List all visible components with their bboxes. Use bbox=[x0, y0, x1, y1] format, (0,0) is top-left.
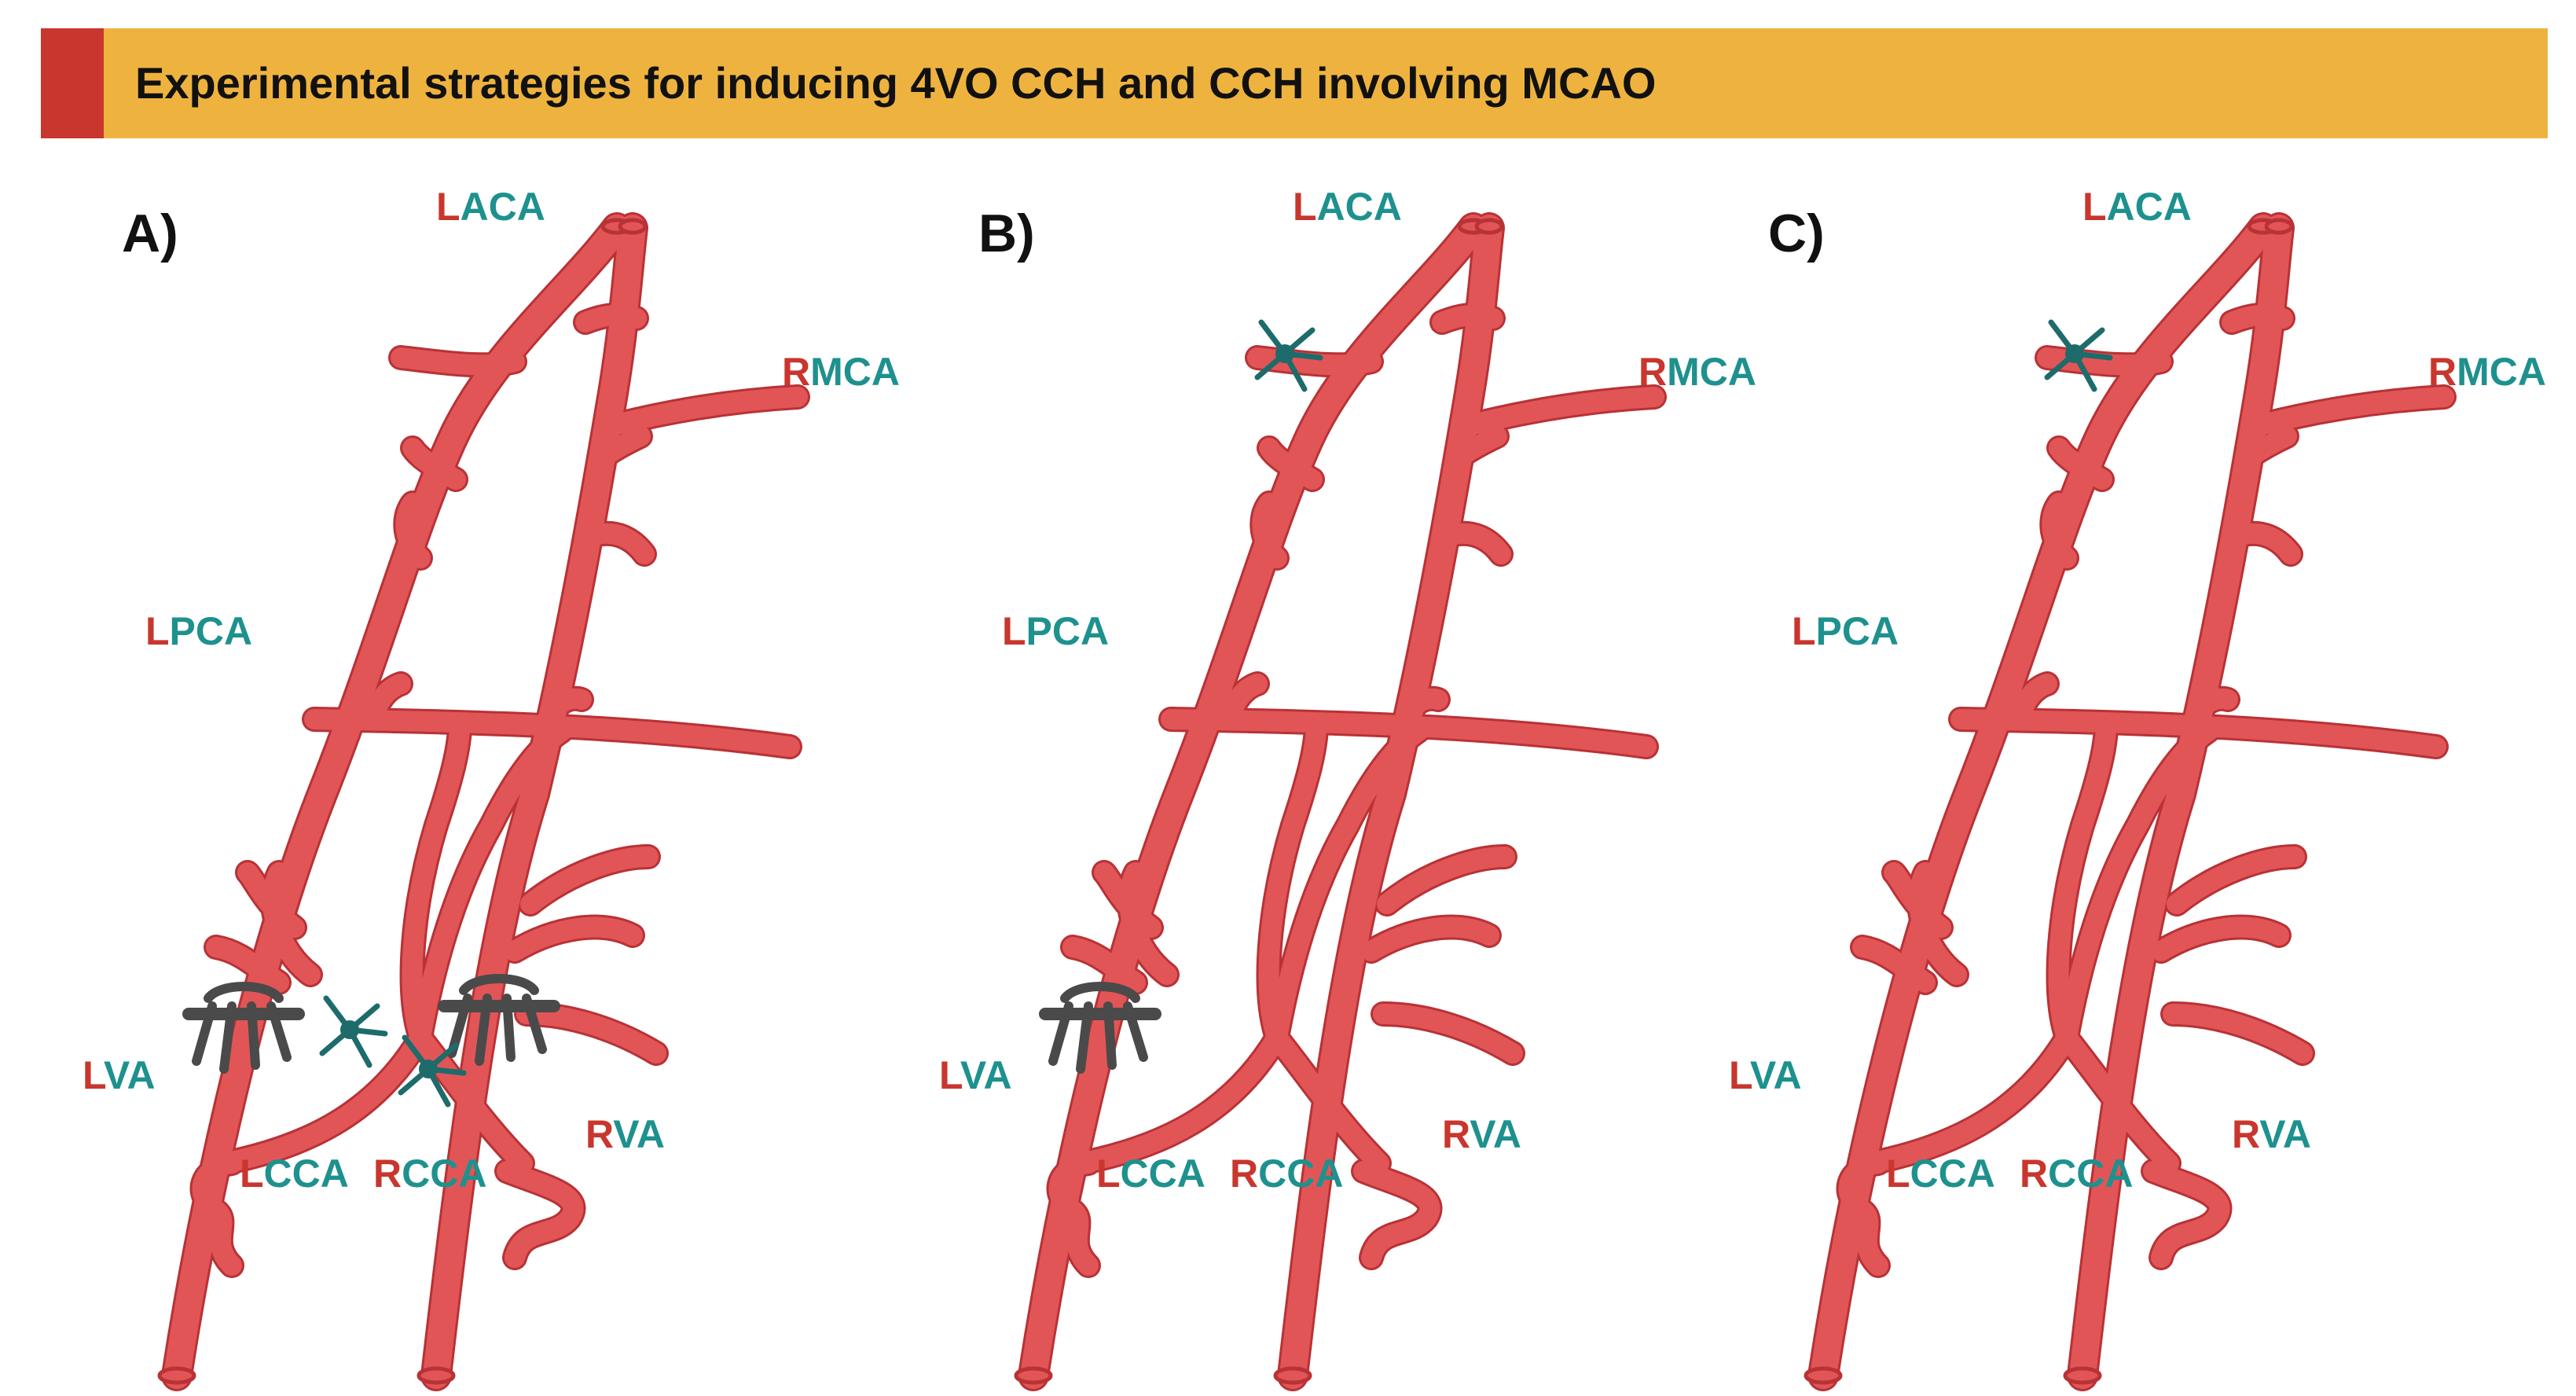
label-lpca: LPCA bbox=[1792, 609, 1899, 653]
label-rcca: RCCA bbox=[373, 1152, 486, 1196]
label-side-letter: R bbox=[373, 1152, 402, 1196]
label-side-letter: L bbox=[240, 1152, 264, 1196]
label-rva: RVA bbox=[585, 1112, 665, 1156]
label-side-letter: L bbox=[1002, 609, 1026, 653]
label-rmca: RMCA bbox=[2428, 350, 2546, 394]
label-side-letter: R bbox=[1230, 1152, 1258, 1196]
label-laca: LACA bbox=[436, 185, 545, 229]
label-lcca: LCCA bbox=[240, 1152, 349, 1196]
label-vessel-name: VA bbox=[104, 1053, 156, 1097]
label-vessel-name: VA bbox=[613, 1112, 665, 1156]
label-side-letter: L bbox=[436, 185, 461, 229]
panel-label: A) bbox=[122, 204, 178, 263]
label-lcca: LCCA bbox=[1886, 1152, 1995, 1196]
label-vessel-name: ACA bbox=[1317, 185, 1402, 229]
artery-tree bbox=[1016, 220, 1654, 1383]
label-vessel-name: CCA bbox=[1258, 1152, 1343, 1196]
label-side-letter: L bbox=[939, 1053, 962, 1097]
label-rva: RVA bbox=[1442, 1112, 1521, 1156]
label-vessel-name: MCA bbox=[2457, 350, 2546, 394]
label-laca: LACA bbox=[1293, 185, 1402, 229]
figure-title: Experimental strategies for inducing 4VO… bbox=[135, 58, 1657, 108]
label-vessel-name: VA bbox=[1750, 1053, 1802, 1097]
label-vessel-name: VA bbox=[1470, 1112, 1521, 1156]
label-vessel-name: CCA bbox=[1121, 1152, 1205, 1196]
label-side-letter: L bbox=[1293, 185, 1317, 229]
label-vessel-name: PCA bbox=[170, 609, 253, 653]
label-side-letter: L bbox=[83, 1053, 105, 1097]
label-vessel-name: VA bbox=[960, 1053, 1012, 1097]
artery-tree bbox=[1806, 220, 2444, 1383]
label-vessel-name: CCA bbox=[2048, 1152, 2133, 1196]
label-vessel-name: MCA bbox=[810, 350, 900, 394]
panel-label: C) bbox=[1768, 204, 1825, 263]
label-rcca: RCCA bbox=[2020, 1152, 2133, 1196]
label-lpca: LPCA bbox=[145, 609, 252, 653]
title-banner bbox=[41, 28, 2548, 138]
label-rmca: RMCA bbox=[782, 350, 900, 394]
label-side-letter: R bbox=[585, 1112, 614, 1156]
label-vessel-name: CCA bbox=[402, 1152, 486, 1196]
label-vessel-name: MCA bbox=[1667, 350, 1756, 394]
label-side-letter: R bbox=[1442, 1112, 1470, 1156]
title-accent-bar bbox=[41, 28, 104, 138]
label-side-letter: R bbox=[2020, 1152, 2048, 1196]
label-side-letter: R bbox=[1638, 350, 1667, 394]
label-side-letter: R bbox=[782, 350, 810, 394]
label-side-letter: L bbox=[1096, 1152, 1121, 1196]
label-lva: LVA bbox=[83, 1053, 156, 1097]
label-lva: LVA bbox=[939, 1053, 1012, 1097]
left-carotid-suture-icon bbox=[322, 998, 385, 1065]
label-rmca: RMCA bbox=[1638, 350, 1756, 394]
label-vessel-name: PCA bbox=[1026, 609, 1110, 653]
label-side-letter: L bbox=[1886, 1152, 1910, 1196]
artery-tree bbox=[160, 220, 798, 1383]
label-vessel-name: VA bbox=[2259, 1112, 2311, 1156]
label-side-letter: R bbox=[2232, 1112, 2260, 1156]
label-vessel-name: CCA bbox=[264, 1152, 349, 1196]
panel-label: B) bbox=[978, 204, 1035, 263]
label-side-letter: L bbox=[1792, 609, 1816, 653]
label-laca: LACA bbox=[2082, 185, 2192, 229]
label-vessel-name: PCA bbox=[1816, 609, 1899, 653]
label-lva: LVA bbox=[1729, 1053, 1802, 1097]
label-rcca: RCCA bbox=[1230, 1152, 1343, 1196]
label-vessel-name: ACA bbox=[461, 185, 545, 229]
label-lpca: LPCA bbox=[1002, 609, 1109, 653]
label-lcca: LCCA bbox=[1096, 1152, 1205, 1196]
label-rva: RVA bbox=[2232, 1112, 2311, 1156]
label-vessel-name: ACA bbox=[2107, 185, 2192, 229]
label-side-letter: L bbox=[145, 609, 170, 653]
label-side-letter: L bbox=[2082, 185, 2107, 229]
label-side-letter: L bbox=[1729, 1053, 1752, 1097]
label-vessel-name: CCA bbox=[1910, 1152, 1995, 1196]
label-side-letter: R bbox=[2428, 350, 2457, 394]
